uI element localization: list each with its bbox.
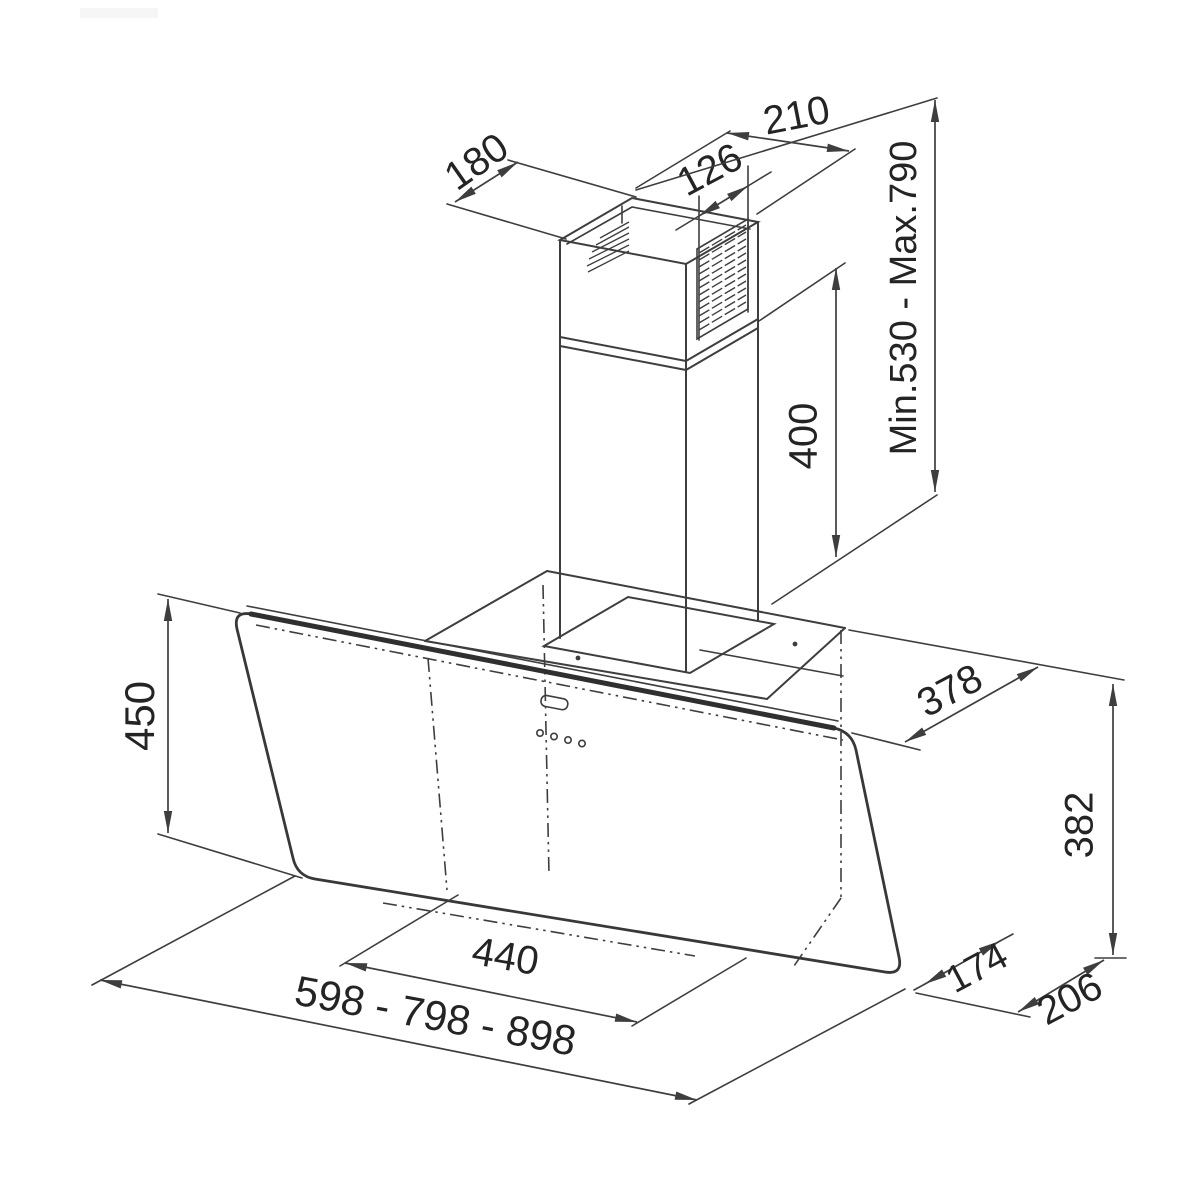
hood-body xyxy=(255,570,846,967)
glass-outline xyxy=(234,612,902,974)
dim-label-400: 400 xyxy=(782,403,826,470)
chimney-seam xyxy=(559,318,759,371)
grille-slats xyxy=(698,224,747,331)
glass-panel xyxy=(234,605,902,974)
dimension-chimney-lower-height: 400 xyxy=(758,262,846,557)
chimney-interior-grille xyxy=(586,221,630,273)
dim-label-382: 382 xyxy=(1058,792,1102,859)
dimension-bottom-depth-front: 174 xyxy=(913,933,1015,1002)
dimension-chimney-top-width: 210 xyxy=(635,88,856,215)
dim-label-378: 378 xyxy=(910,656,990,726)
hood-top-right-edge xyxy=(766,627,846,700)
control-buttons xyxy=(535,728,586,748)
hood-top-front-edge xyxy=(424,640,768,700)
dimension-top-depth: 378 xyxy=(851,656,1039,751)
dim-label-450: 450 xyxy=(116,681,163,751)
dimension-mount-height-range: Min.530 - Max.790 xyxy=(635,97,940,605)
dim-label-174: 174 xyxy=(939,935,1015,1002)
dimension-back-height: 382 xyxy=(848,629,1127,959)
hidden-edges xyxy=(255,584,844,967)
dim-label-440: 440 xyxy=(469,929,542,984)
dim-label-206: 206 xyxy=(1030,964,1110,1034)
chimney-inner-flange xyxy=(566,206,751,245)
dim-label-180: 180 xyxy=(437,125,517,199)
handle-slot xyxy=(540,694,569,711)
hood-top-back-edge xyxy=(546,570,846,629)
watermark-fragment xyxy=(80,8,158,18)
chimney-base-collar xyxy=(541,595,777,675)
top-face-dot xyxy=(575,655,581,661)
top-face-dot xyxy=(792,641,798,647)
glass-top-edge xyxy=(248,611,837,731)
dim-label-210: 210 xyxy=(760,88,834,144)
chimney-vent-grille xyxy=(696,217,749,341)
glass-back-top-edge xyxy=(246,605,839,722)
dim-label-min-max: Min.530 - Max.790 xyxy=(883,141,925,456)
dimension-glass-height: 450 xyxy=(116,593,303,879)
chimney xyxy=(541,196,777,675)
hood-top-left-edge xyxy=(424,570,548,642)
hood-inner-back-edge xyxy=(699,649,844,677)
dim-label-126: 126 xyxy=(670,135,750,205)
